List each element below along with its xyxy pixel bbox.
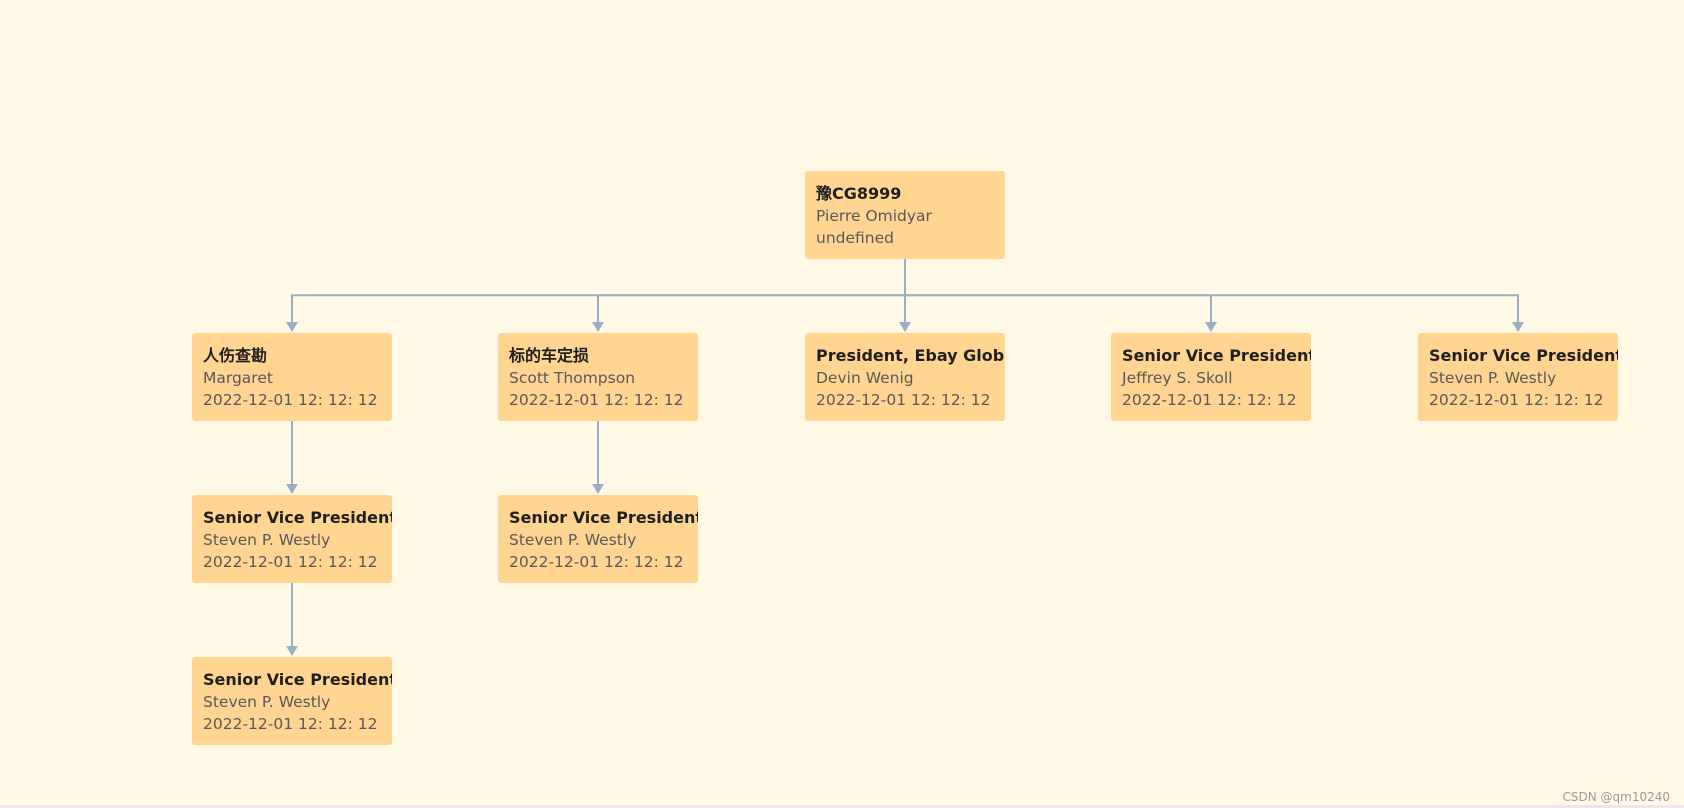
org-node-n1a[interactable]: Senior Vice President C Steven P. Westly 2… [192, 495, 392, 583]
node-name: Scott Thompson [509, 369, 636, 387]
node-time: 2022-12-01 12: 12: 12 [203, 391, 378, 409]
org-node-n2[interactable]: 标的车定损 Scott Thompson 2022-12-01 12: 12: 12 [498, 333, 698, 421]
link-root-n5 [904, 259, 1519, 326]
node-title: President, Ebay Global [816, 346, 1005, 365]
node-time: 2022-12-01 12: 12: 12 [509, 553, 684, 571]
node-time: 2022-12-01 12: 12: 12 [203, 715, 378, 733]
node-title: Senior Vice President H [1122, 346, 1311, 365]
org-node-n2a[interactable]: Senior Vice President C Steven P. Westly 2… [498, 495, 698, 583]
link-arrowhead [592, 322, 604, 332]
node-name: Jeffrey S. Skoll [1122, 369, 1233, 387]
node-time: 2022-12-01 12: 12: 12 [1429, 391, 1604, 409]
link-arrowhead [899, 322, 911, 332]
org-node-n4[interactable]: Senior Vice President H Jeffrey S. Skoll 2… [1111, 333, 1311, 421]
node-time: undefined [816, 229, 894, 247]
link-root-n2 [597, 259, 906, 326]
link-arrowhead [286, 484, 298, 494]
org-node-n5[interactable]: Senior Vice President C Steven P. Westly 2… [1418, 333, 1618, 421]
node-name: Devin Wenig [816, 369, 914, 387]
org-node-n1[interactable]: 人伤查勘 Margaret 2022-12-01 12: 12: 12 [192, 333, 392, 421]
node-title: 豫CG8999 [816, 184, 902, 203]
node-title: Senior Vice President C [1429, 346, 1618, 365]
link-arrowhead [286, 322, 298, 332]
link-arrowhead [1512, 322, 1524, 332]
node-title: 标的车定损 [509, 346, 590, 365]
node-title: Senior Vice President C [509, 508, 698, 527]
node-name: Pierre Omidyar [816, 207, 932, 225]
node-name: Margaret [203, 369, 273, 387]
node-title: 人伤查勘 [203, 346, 268, 365]
node-time: 2022-12-01 12: 12: 12 [509, 391, 684, 409]
node-title: Senior Vice President C [203, 508, 392, 527]
node-time: 2022-12-01 12: 12: 12 [816, 391, 991, 409]
node-name: Steven P. Westly [509, 531, 637, 549]
node-title: Senior Vice President C [203, 670, 392, 689]
watermark: CSDN @qm10240 [1562, 790, 1670, 804]
org-node-n1b[interactable]: Senior Vice President C Steven P. Westly 2… [192, 657, 392, 745]
link-arrowhead [286, 646, 298, 656]
bottom-divider [0, 805, 1684, 808]
node-name: Steven P. Westly [1429, 369, 1557, 387]
node-time: 2022-12-01 12: 12: 12 [203, 553, 378, 571]
node-name: Steven P. Westly [203, 693, 331, 711]
link-arrowhead [1205, 322, 1217, 332]
node-name: Steven P. Westly [203, 531, 331, 549]
node-time: 2022-12-01 12: 12: 12 [1122, 391, 1297, 409]
link-root-n4 [904, 259, 1212, 326]
link-arrowhead [592, 484, 604, 494]
